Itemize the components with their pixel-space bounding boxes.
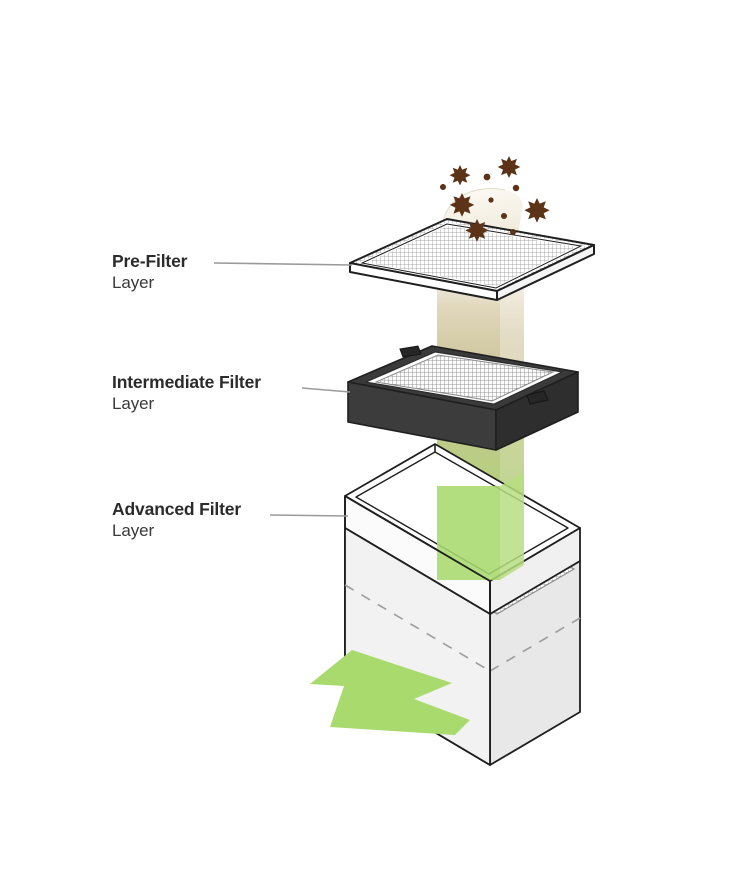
intermediate-filter-tab-right[interactable] <box>526 390 549 405</box>
intermediate-filter-right-face <box>495 371 579 451</box>
label-advanced-filter-subtitle: Layer <box>112 520 155 540</box>
leader-line-intermediate <box>301 387 351 393</box>
label-advanced-filter: Advanced Filter Layer <box>112 499 242 541</box>
label-pre-filter-title: Pre-Filter <box>112 251 188 271</box>
airflow-into-advanced-side <box>500 472 524 580</box>
advanced-filter-front-face-overlay <box>344 527 491 766</box>
advanced-filter-dashed-seam-front-overlay <box>344 584 491 672</box>
clean-air-outlet-arrow <box>310 650 470 735</box>
airflow-into-advanced <box>437 486 500 580</box>
label-intermediate-filter-subtitle: Layer <box>112 393 155 413</box>
leader-line-advanced <box>269 514 349 517</box>
intermediate-filter-tab-left[interactable] <box>399 345 422 358</box>
contaminant-particles <box>440 156 550 242</box>
intermediate-filter-mesh-panel <box>374 354 555 402</box>
pre-filter-layer[interactable] <box>349 218 595 301</box>
label-advanced-filter-title: Advanced Filter <box>112 499 242 519</box>
particle-dot <box>440 173 520 235</box>
pre-filter-frame-inset-line <box>360 223 583 289</box>
pre-filter-right-edge <box>496 244 595 301</box>
intermediate-filter-layer[interactable] <box>347 345 579 451</box>
label-intermediate-filter-title: Intermediate Filter <box>112 372 261 392</box>
leader-line-pre-filter <box>213 262 353 266</box>
label-pre-filter: Pre-Filter Layer <box>112 251 188 293</box>
leader-lines <box>213 262 353 517</box>
particle-spiky <box>449 156 550 242</box>
label-intermediate-filter: Intermediate Filter Layer <box>112 372 261 414</box>
label-pre-filter-subtitle: Layer <box>112 272 155 292</box>
